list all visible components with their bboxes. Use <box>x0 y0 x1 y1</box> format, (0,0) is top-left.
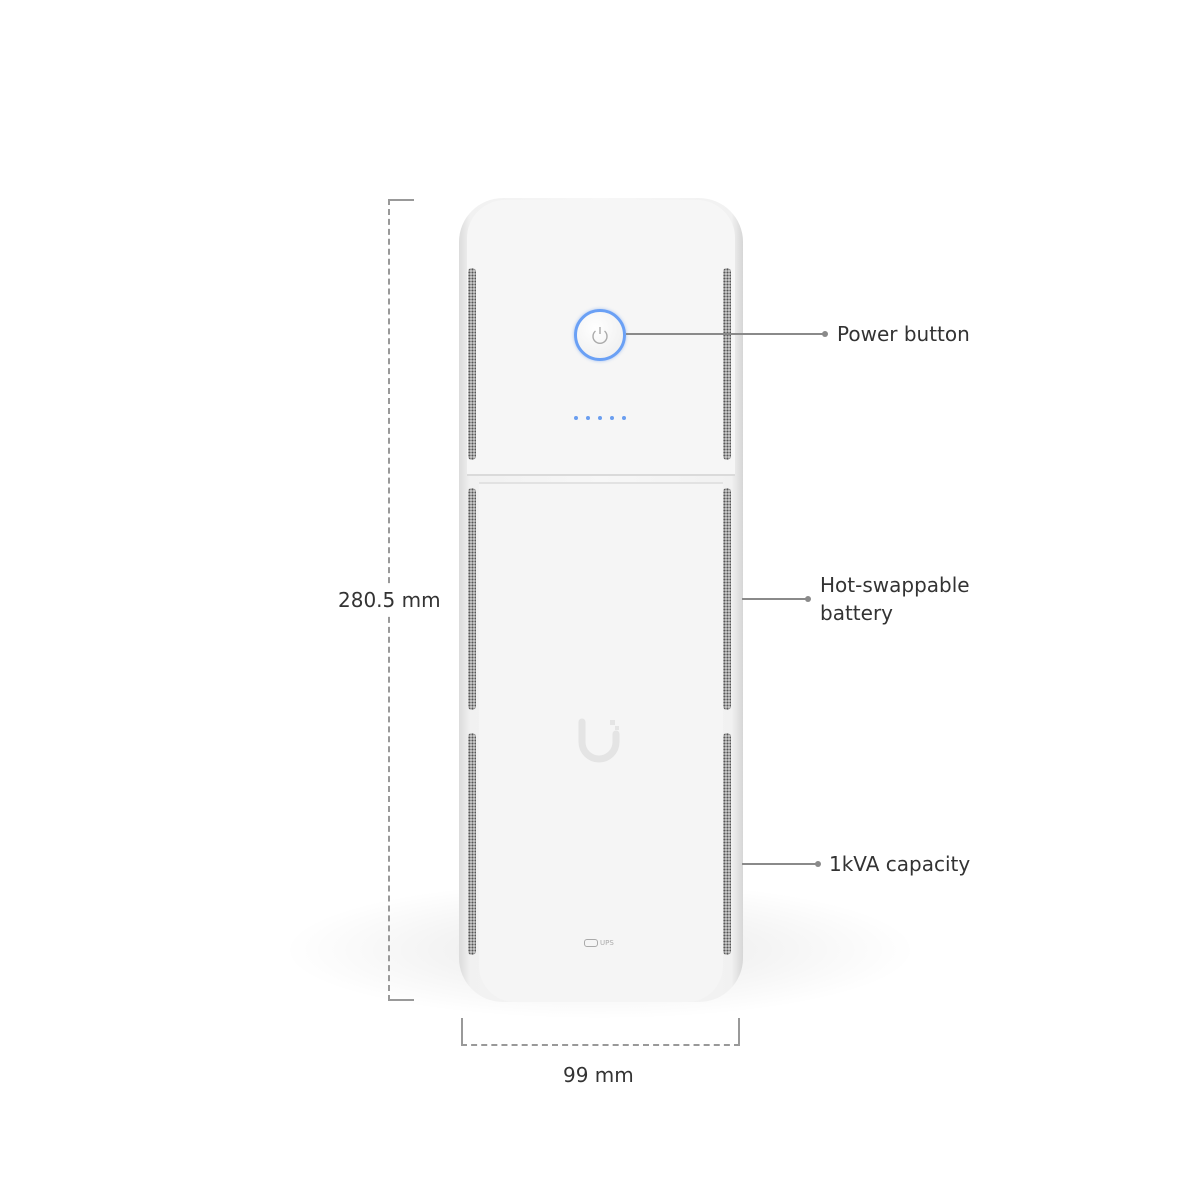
vent-left-mid <box>468 488 476 710</box>
led-indicator <box>598 416 602 420</box>
battery-leader <box>742 598 808 600</box>
vent-left-top <box>468 268 476 460</box>
ups-badge: UPS <box>584 939 614 947</box>
vent-right-mid <box>723 488 731 710</box>
capacity-callout: 1kVA capacity <box>829 852 971 876</box>
power-button[interactable] <box>574 309 626 361</box>
leader-dot <box>805 596 811 602</box>
led-indicator <box>610 416 614 420</box>
power-button-callout: Power button <box>837 322 970 346</box>
power-icon <box>592 327 608 345</box>
ubiquiti-logo-icon <box>578 718 620 763</box>
battery-callout: Hot-swappable battery <box>820 573 970 625</box>
vent-right-top <box>723 268 731 460</box>
width-label: 99 mm <box>563 1063 634 1087</box>
vent-left-bottom <box>468 733 476 955</box>
led-indicator <box>622 416 626 420</box>
height-label: 280.5 mm <box>338 586 441 614</box>
battery-bolt-icon <box>584 939 598 947</box>
capacity-leader <box>742 863 818 865</box>
power-button-leader <box>626 333 824 335</box>
led-indicator <box>586 416 590 420</box>
vent-right-bottom <box>723 733 731 955</box>
width-dimension-line <box>461 1018 740 1046</box>
battery-panel <box>479 482 723 1002</box>
leader-dot <box>822 331 828 337</box>
led-indicator <box>574 416 578 420</box>
leader-dot <box>815 861 821 867</box>
